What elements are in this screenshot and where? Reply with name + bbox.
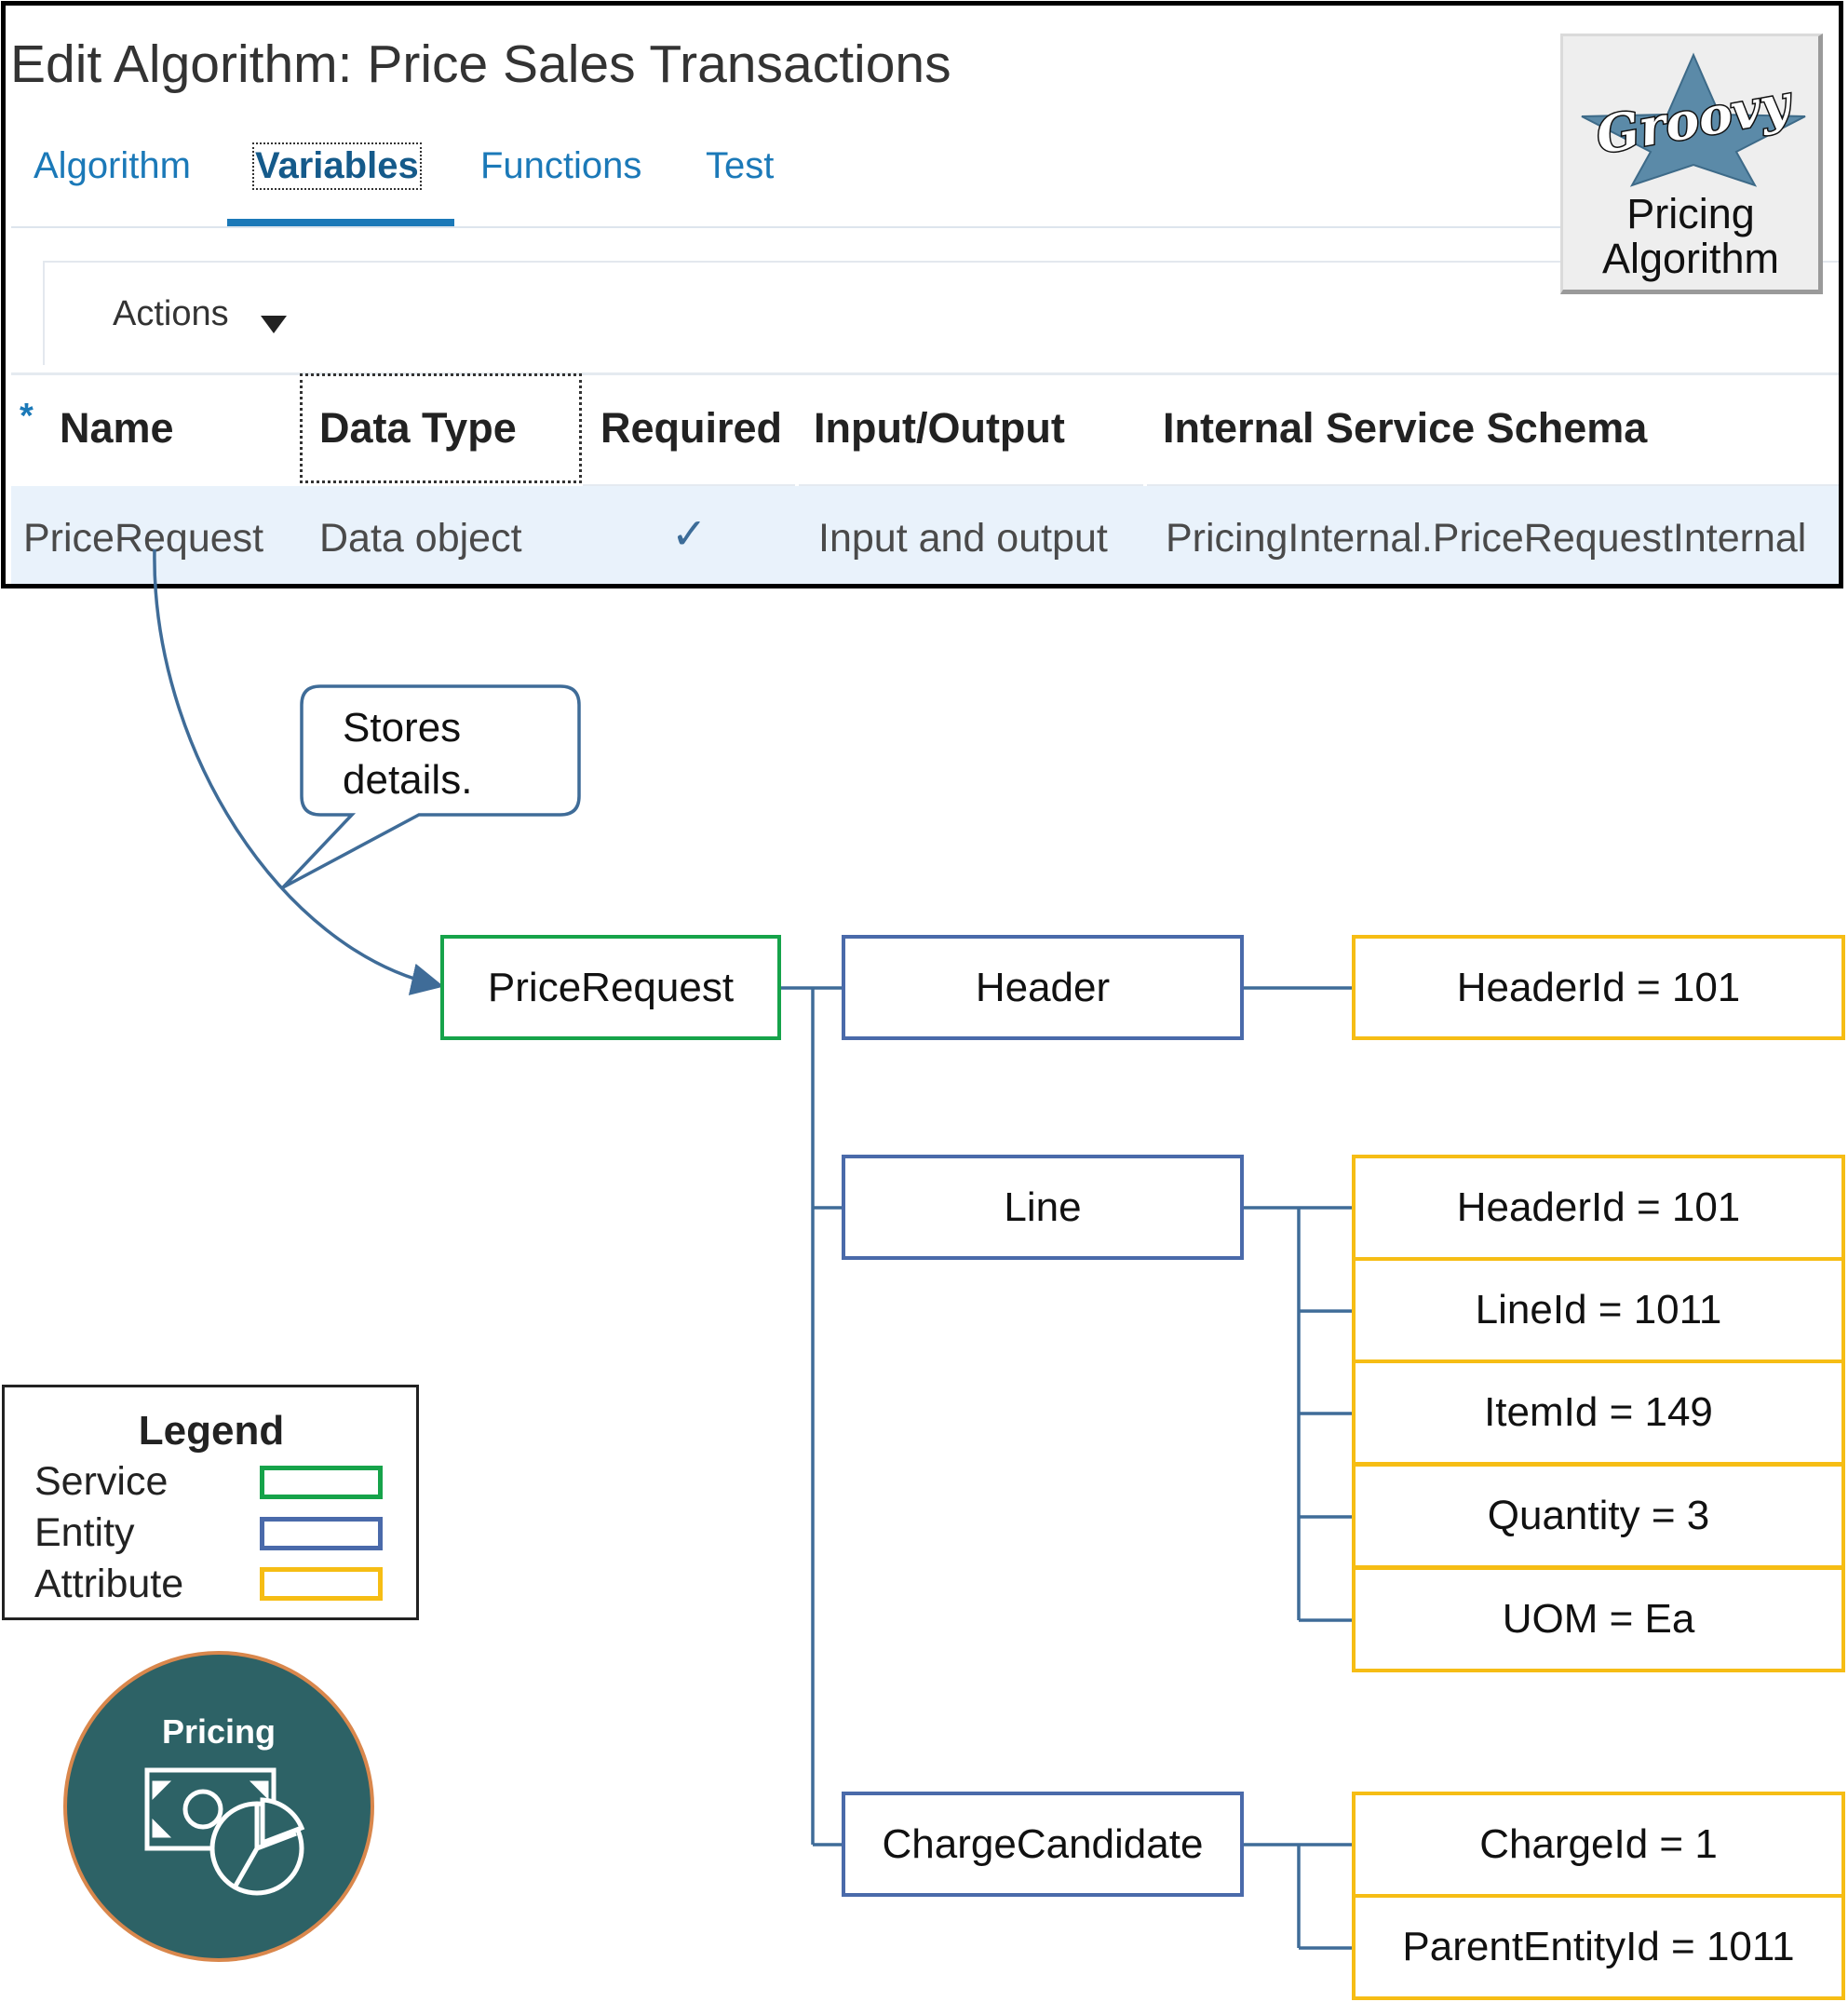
legend-label-attribute: Attribute [34,1562,184,1606]
attribute-node: UOM = Ea [1352,1566,1845,1672]
legend-swatch-attribute [260,1567,383,1601]
badge-label: Pricing Algorithm [1563,192,1818,281]
entity-node-line: Line [842,1155,1244,1260]
selected-tab-indicator [227,219,454,227]
entity-node-charge-candidate: ChargeCandidate [842,1792,1244,1897]
tab-algorithm[interactable]: Algorithm [34,145,191,186]
entity-node-header: Header [842,935,1244,1040]
attribute-connectors [1244,986,1354,1950]
column-header-internal-service-schema[interactable]: Internal Service Schema [1163,404,1648,452]
legend-swatch-entity [260,1517,383,1550]
cell-input-output: Input and output [818,516,1108,561]
column-header-data-type[interactable]: Data Type [319,404,517,452]
badge-label-line2: Algorithm [1601,235,1780,282]
header-divider [799,484,1143,487]
tab-variables[interactable]: Variables [252,142,422,190]
cell-data-type: Data object [319,516,522,561]
callout-bubble [281,684,581,889]
attribute-node: ChargeId = 1 [1352,1792,1845,1898]
tab-functions[interactable]: Functions [480,145,642,186]
badge-label-line1: Pricing [1626,190,1755,237]
table-toolbar [43,261,1839,365]
attribute-node: HeaderId = 101 [1352,935,1845,1040]
edit-algorithm-screenshot: Edit Algorithm: Price Sales Transactions… [1,1,1843,588]
actions-menu-button[interactable]: Actions [113,294,229,333]
column-header-focus-outline [300,373,582,483]
attribute-node: Quantity = 3 [1352,1463,1845,1569]
required-field-marker: * [20,397,34,436]
pricing-label: Pricing [161,1712,277,1751]
attribute-node: ParentEntityId = 1011 [1352,1894,1845,2000]
callout-line2: details. [343,757,473,803]
tab-test[interactable]: Test [706,145,775,186]
groovy-pricing-algorithm-badge: Groovy Pricing Algorithm [1560,34,1823,294]
attribute-node: HeaderId = 101 [1352,1155,1845,1261]
column-header-required[interactable]: Required [600,404,783,452]
column-header-input-output[interactable]: Input/Output [814,404,1065,452]
page-title: Edit Algorithm: Price Sales Transactions [10,34,951,94]
tab-divider [11,226,1561,228]
callout-line1: Stores [343,705,462,751]
attribute-node: LineId = 1011 [1352,1257,1845,1363]
cell-internal-service-schema: PricingInternal.PriceRequestInternal [1166,516,1807,561]
header-divider [1147,484,1839,487]
money-pie-chart-icon [144,1767,305,1896]
legend: Legend Service Entity Attribute [2,1385,419,1620]
chevron-down-icon[interactable] [261,316,287,333]
legend-swatch-service [260,1466,383,1499]
legend-label-entity: Entity [34,1510,135,1555]
legend-title: Legend [138,1408,285,1454]
callout-text: Stores details. [343,702,472,806]
service-node-price-request: PriceRequest [440,935,781,1040]
column-header-name[interactable]: Name [60,404,174,452]
groovy-star-icon: Groovy [1581,52,1806,187]
reference-arrow [153,548,444,995]
entity-connectors [781,986,843,1846]
legend-label-service: Service [34,1459,169,1504]
header-divider [583,484,795,487]
required-check-icon: ✓ [671,509,708,558]
pricing-module-icon: Pricing [63,1651,374,1962]
table-top-divider [11,372,1839,375]
cell-name[interactable]: PriceRequest [23,516,264,561]
table-row[interactable] [11,486,1839,584]
attribute-node: ItemId = 149 [1352,1359,1845,1466]
